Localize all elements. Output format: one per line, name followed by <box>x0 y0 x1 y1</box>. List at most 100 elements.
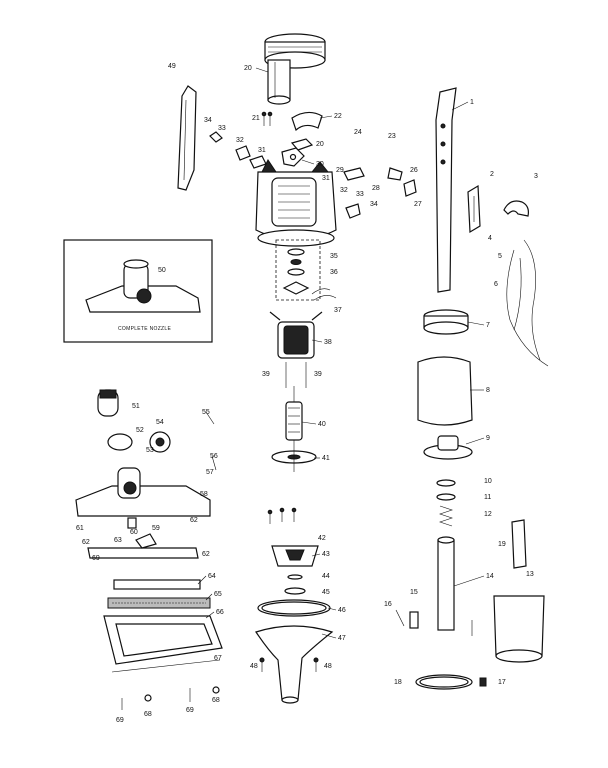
part-light-bulb-51 <box>97 389 119 417</box>
part-strip-64 <box>113 579 201 590</box>
part-ring-7 <box>423 309 469 335</box>
part-armature-40 <box>271 386 317 472</box>
inset-complete-nozzle: COMPLETE NOZZLE <box>63 239 213 343</box>
part-fan-43 <box>271 545 319 567</box>
callout-20b: 20 <box>316 141 324 148</box>
part-small-parts-15-18 <box>395 609 487 690</box>
callout-17: 17 <box>498 679 506 686</box>
callout-67: 67 <box>214 655 222 662</box>
callout-24: 24 <box>354 129 362 136</box>
part-fan-cover-47 <box>255 625 334 704</box>
callout-9: 9 <box>486 435 490 442</box>
part-through-bolts-39 <box>285 362 307 388</box>
part-cord-clip-3 <box>503 200 529 217</box>
callout-22: 22 <box>334 113 342 120</box>
callout-52: 52 <box>136 427 144 434</box>
callout-6: 6 <box>494 281 498 288</box>
part-motor-housing <box>255 159 337 247</box>
callout-51: 51 <box>132 403 140 410</box>
callout-45: 45 <box>322 589 330 596</box>
callout-32b: 32 <box>340 187 348 194</box>
part-screws-21 <box>261 111 273 126</box>
callout-49: 49 <box>168 63 176 70</box>
callout-34a: 34 <box>204 117 212 124</box>
part-gasket-ring-46 <box>257 599 331 617</box>
callout-68a: 68 <box>144 711 152 718</box>
callout-46: 46 <box>338 607 346 614</box>
callout-48a: 48 <box>250 663 258 670</box>
part-bumper-63 <box>87 533 199 559</box>
callout-28: 28 <box>372 185 380 192</box>
callout-43: 43 <box>322 551 330 558</box>
part-fan-impeller-20 <box>264 33 326 105</box>
leader-lines <box>197 67 485 639</box>
part-small-parts-31-34-left <box>209 131 267 169</box>
callout-13: 13 <box>526 571 534 578</box>
part-bracket-22 <box>291 111 323 132</box>
callout-54: 54 <box>156 419 164 426</box>
part-ring-52 <box>107 433 133 451</box>
callout-29: 29 <box>336 167 344 174</box>
callout-47: 47 <box>338 635 346 642</box>
callout-31b: 31 <box>322 175 330 182</box>
part-brush-assembly-35-37 <box>275 239 337 301</box>
callout-40: 40 <box>318 421 326 428</box>
callout-20a: 20 <box>244 65 252 72</box>
callout-3: 3 <box>534 173 538 180</box>
part-nozzle-hood-53 <box>75 467 211 517</box>
callout-8: 8 <box>486 387 490 394</box>
inset-caption: COMPLETE NOZZLE <box>118 326 171 332</box>
callout-62b: 62 <box>82 539 90 546</box>
callout-55: 55 <box>202 409 210 416</box>
part-dirt-cup-8 <box>417 356 473 426</box>
callout-33b: 33 <box>356 191 364 198</box>
callout-14: 14 <box>486 573 494 580</box>
part-bag-holder-13 <box>493 595 545 663</box>
callout-18: 18 <box>394 679 402 686</box>
callout-16: 16 <box>384 601 392 608</box>
callout-5: 5 <box>498 253 502 260</box>
callout-34b: 34 <box>370 201 378 208</box>
part-spring-assembly-10-12 <box>436 479 456 527</box>
callout-63: 63 <box>114 537 122 544</box>
part-clip-19 <box>511 519 527 569</box>
callout-7: 7 <box>486 322 490 329</box>
callout-69c: 69 <box>92 555 100 562</box>
part-handle-cover-49 <box>177 85 197 191</box>
callout-58: 58 <box>200 491 208 498</box>
callout-48b: 48 <box>324 663 332 670</box>
part-screws-68-69 <box>121 686 220 710</box>
callout-15: 15 <box>410 589 418 596</box>
callout-68b: 68 <box>212 697 220 704</box>
callout-69a: 69 <box>116 717 124 724</box>
part-brush-65 <box>107 597 211 609</box>
callout-65: 65 <box>214 591 222 598</box>
part-power-cord-6 <box>506 239 549 367</box>
callout-60: 60 <box>130 529 138 536</box>
callout-57: 57 <box>206 469 214 476</box>
part-field-coil-38 <box>269 311 323 359</box>
part-handle-tube-1 <box>435 87 457 293</box>
callout-42: 42 <box>318 535 326 542</box>
callout-30: 30 <box>316 161 324 168</box>
part-small-parts-55-62 <box>127 411 217 529</box>
callout-59: 59 <box>152 525 160 532</box>
callout-38: 38 <box>324 339 332 346</box>
part-screws-48 <box>259 657 319 672</box>
callout-62a: 62 <box>190 517 198 524</box>
callout-53: 53 <box>146 447 154 454</box>
part-filter-cap-9 <box>423 435 473 460</box>
callout-19: 19 <box>498 541 506 548</box>
part-wheel-54 <box>149 431 171 453</box>
callout-26: 26 <box>410 167 418 174</box>
callout-39a: 39 <box>262 371 270 378</box>
callout-21: 21 <box>252 115 260 122</box>
callout-69b: 69 <box>186 707 194 714</box>
part-screws-42 <box>267 507 297 524</box>
callout-32a: 32 <box>236 137 244 144</box>
callout-56: 56 <box>210 453 218 460</box>
callout-44: 44 <box>322 573 330 580</box>
callout-35: 35 <box>330 253 338 260</box>
part-washers-44-45 <box>284 574 306 595</box>
callout-23: 23 <box>388 133 396 140</box>
